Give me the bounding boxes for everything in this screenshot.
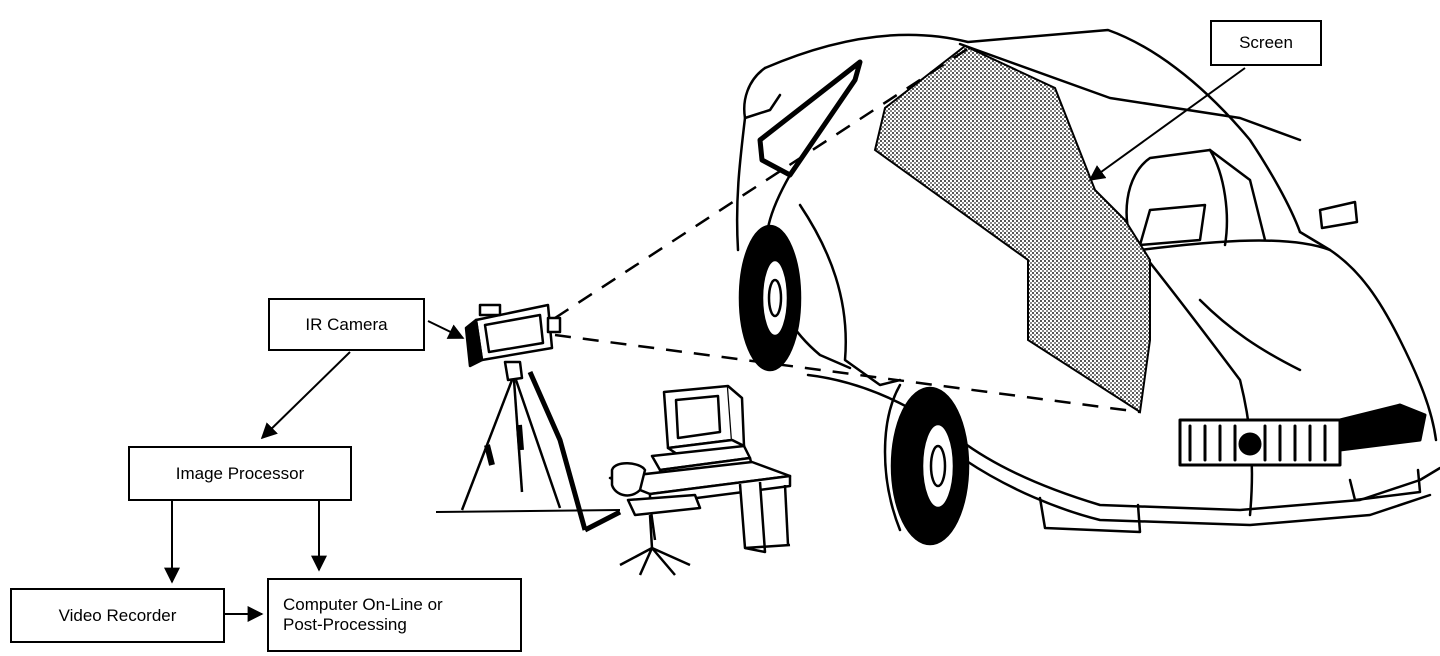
car-grille bbox=[1180, 405, 1425, 465]
ir-camera-label-text: IR Camera bbox=[305, 315, 387, 335]
computer-label-line1: Computer On-Line or bbox=[283, 595, 443, 615]
arrow-screen-label-to-screen bbox=[1090, 68, 1245, 180]
screen-label: Screen bbox=[1210, 20, 1322, 66]
computer-workstation bbox=[610, 386, 790, 575]
ir-camera-label: IR Camera bbox=[268, 298, 425, 351]
arrow-ircamera-to-imageprocessor bbox=[262, 352, 350, 438]
image-processor-label: Image Processor bbox=[128, 446, 352, 501]
computer-processing-label: Computer On-Line or Post-Processing bbox=[267, 578, 522, 652]
front-wheel bbox=[892, 388, 968, 544]
video-recorder-label: Video Recorder bbox=[10, 588, 225, 643]
video-recorder-label-text: Video Recorder bbox=[59, 606, 177, 626]
computer-label-line2: Post-Processing bbox=[283, 615, 407, 635]
rear-wheel bbox=[740, 226, 800, 370]
arrow-ircamera-to-camera bbox=[428, 321, 463, 338]
screen-label-text: Screen bbox=[1239, 33, 1293, 53]
screen-panel bbox=[875, 46, 1150, 412]
image-processor-label-text: Image Processor bbox=[176, 464, 305, 484]
